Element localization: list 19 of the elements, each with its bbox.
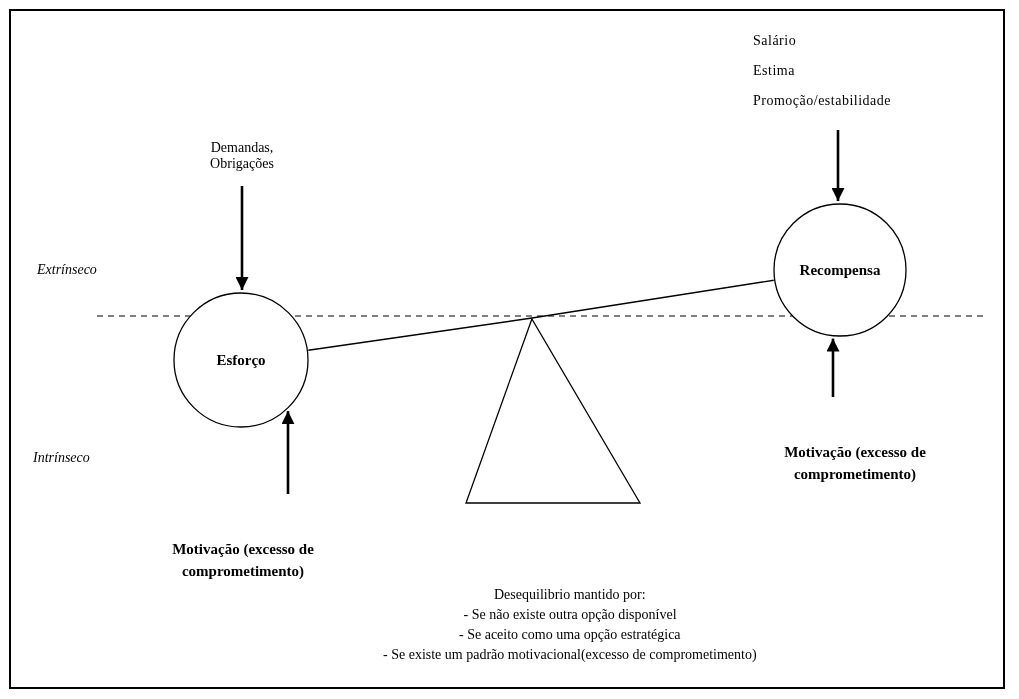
arrow: [826, 338, 840, 397]
note-text: Desequilibrio mantido por:: [494, 587, 646, 603]
node-label: Demandas, Obrigações: [180, 140, 304, 172]
axis-label: Extrínseco: [37, 262, 97, 278]
arrow: [235, 186, 249, 290]
axis-label: Intrínseco: [33, 450, 90, 466]
node-label: Motivação (excesso de comprometimento): [725, 441, 985, 485]
note-text: - Se aceito como uma opção estratégica: [459, 627, 681, 643]
list-item: Estima: [753, 62, 796, 80]
node-label: Recompensa: [799, 262, 881, 278]
node-label: Esforço: [216, 352, 266, 368]
list-item: Salário: [753, 32, 798, 50]
note-text: - Se não existe outra opção disponível: [463, 607, 677, 623]
node-label: Motivação (excesso de comprometimento): [113, 538, 373, 582]
arrow: [281, 411, 295, 494]
note-text: - Se existe um padrão motivacional(excesso de comprometimento): [383, 647, 757, 663]
arrow: [831, 130, 845, 201]
balance-beam: [307, 279, 775, 351]
list-item: Promoção/estabilidade: [753, 92, 893, 110]
